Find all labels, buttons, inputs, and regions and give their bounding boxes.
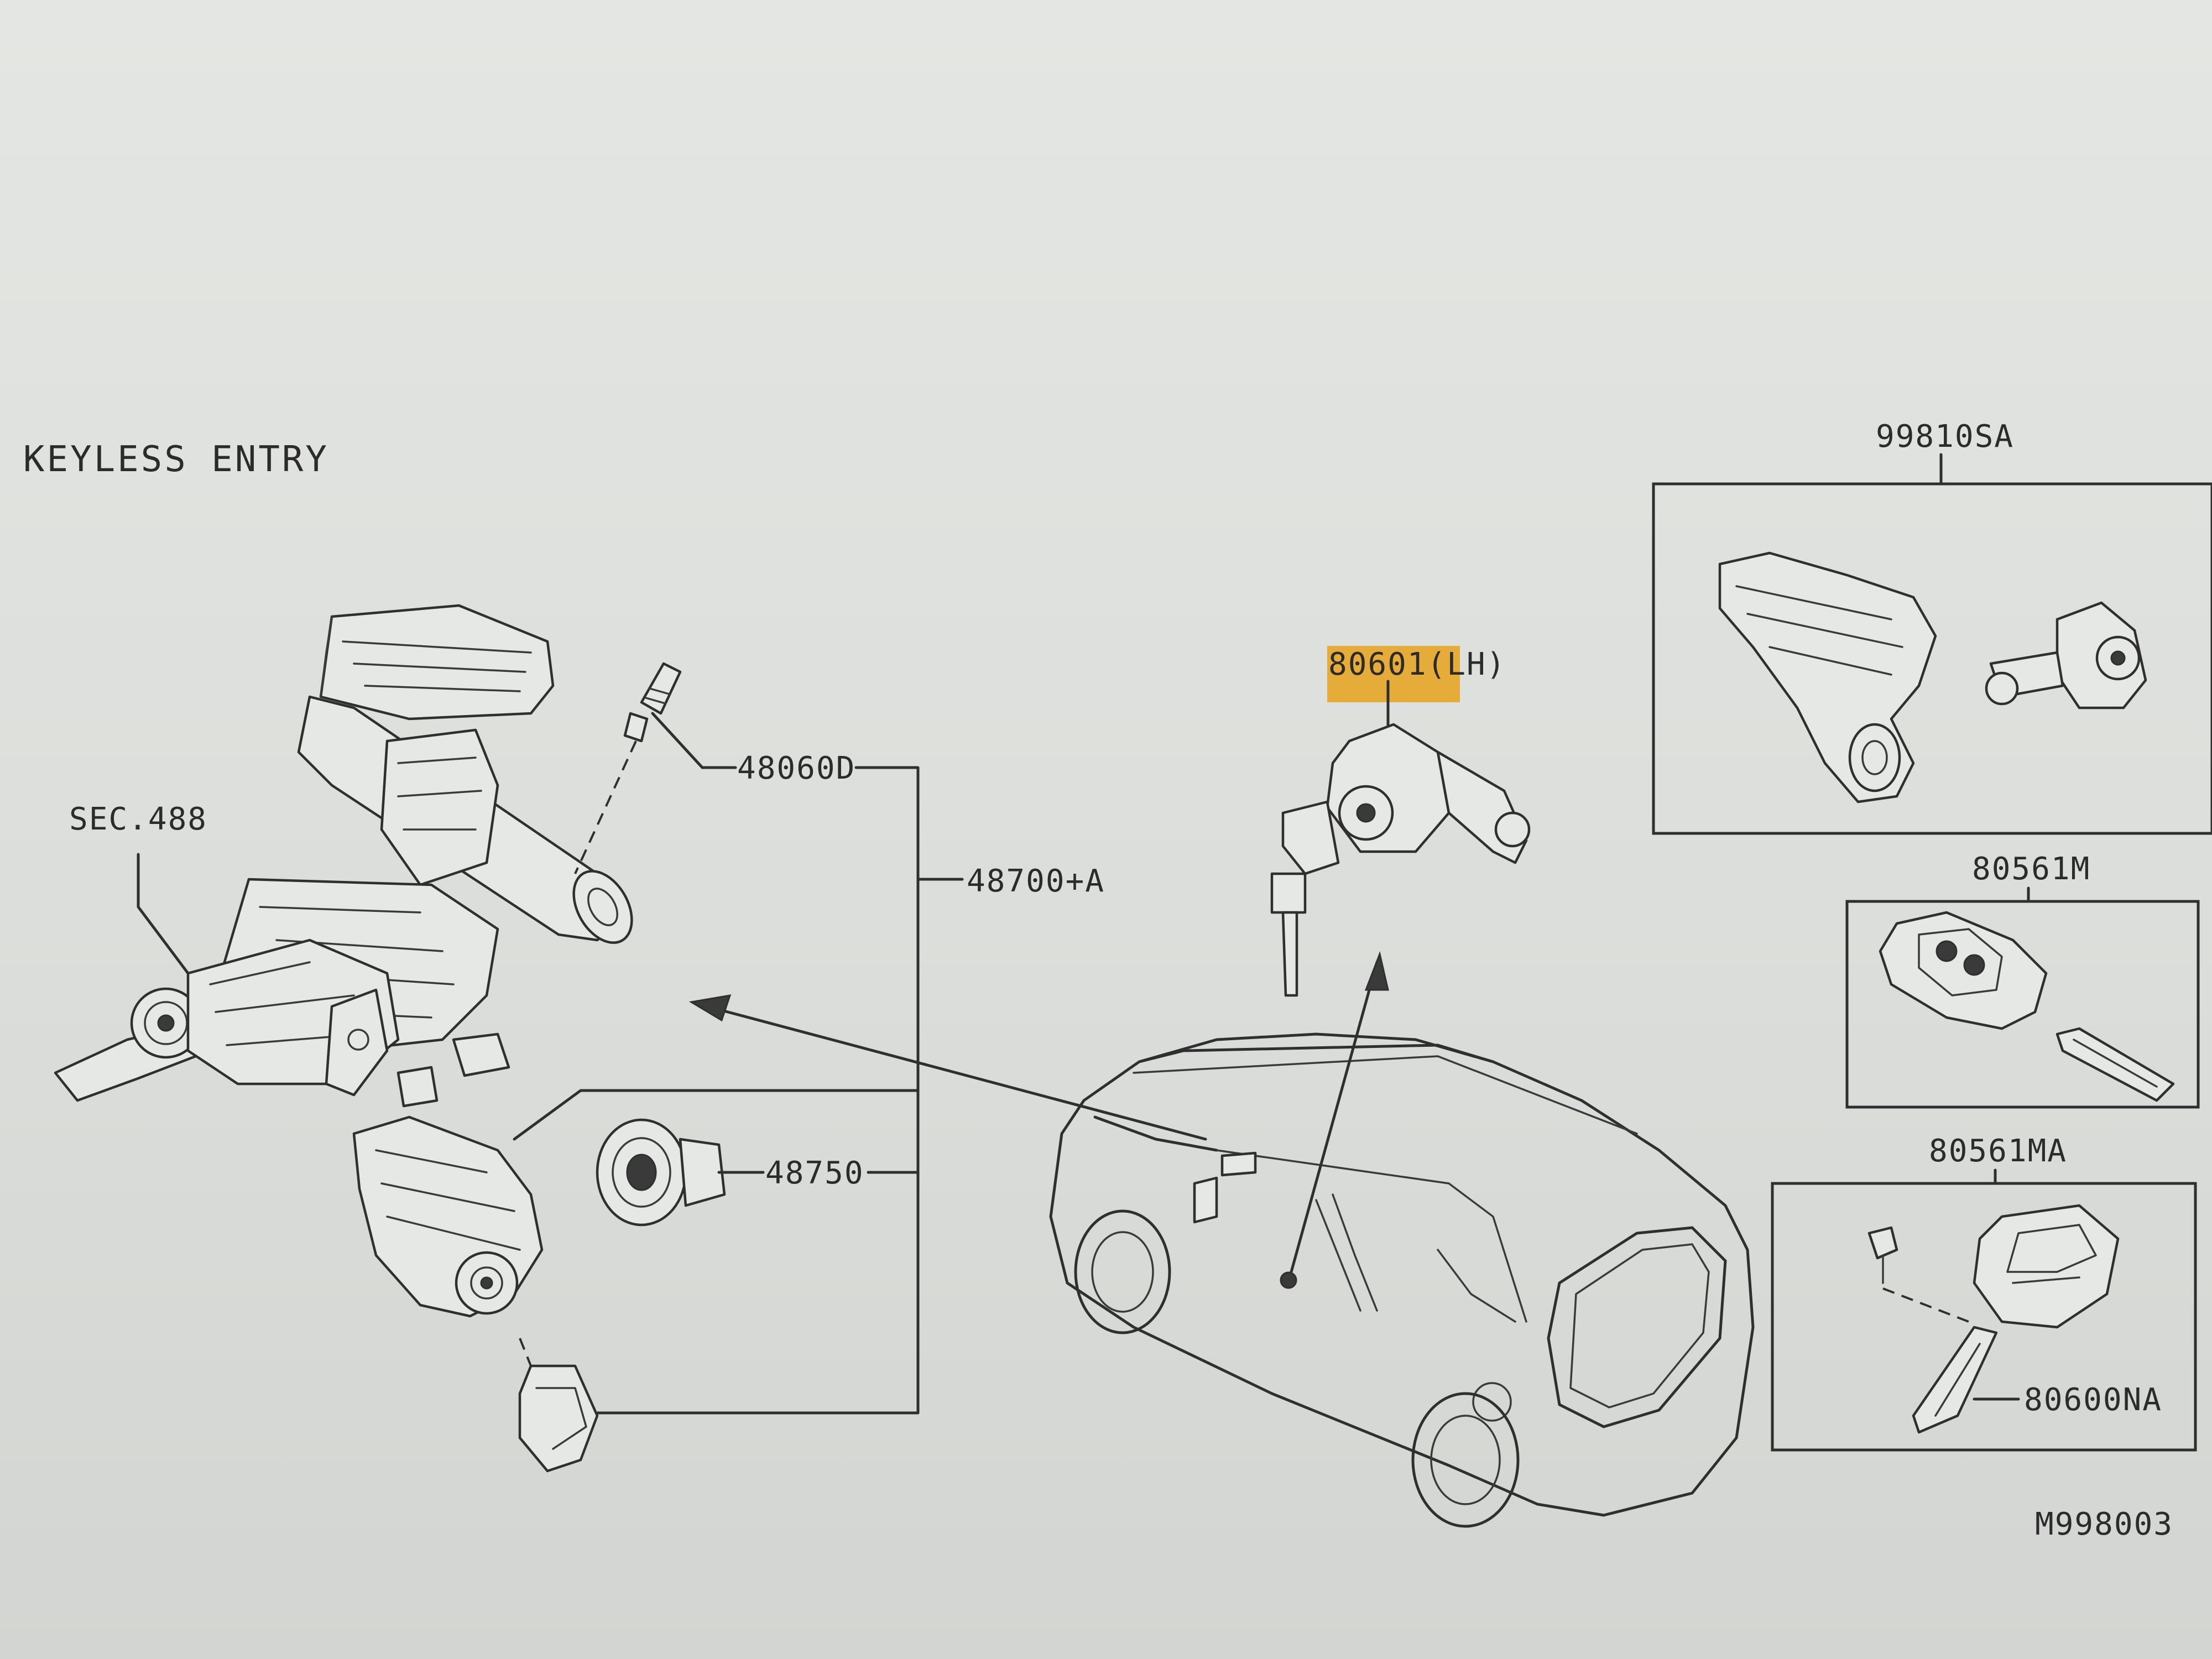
remote-key-80561ma [1867,1204,2120,1434]
highlight-80601lh [1327,646,1460,702]
box-80561m [1845,900,2200,1109]
label-48060d: 48060D [737,750,855,786]
flip-key-80561m [1879,911,2175,1102]
callout-arrows [688,951,1389,1274]
box-80561ma [1771,1182,2197,1452]
drawing-code: M998003 [2035,1506,2173,1542]
label-48700a: 48700+A [967,863,1105,899]
label-80561m: 80561M [1972,851,2090,887]
label-48750: 48750 [765,1155,864,1191]
lock-set-parts [1718,551,2147,804]
box-99810sa [1652,482,2212,835]
label-99810sa: 99810SA [1876,419,2014,455]
ignition-lock-assembly [352,1115,726,1473]
door-lock-cylinder [1270,680,1531,997]
vehicle-outline [1049,1032,1755,1528]
sensor-dashed-line [574,740,637,874]
label-sec-488: SEC.488 [69,801,207,837]
label-80561ma: 80561MA [1929,1133,2067,1169]
diagram-title: KEYLESS ENTRY [23,439,329,480]
label-80600na: 80600NA [2024,1382,2162,1418]
left-group-leaders [137,712,964,1415]
steering-column-assembly [54,604,682,1108]
label-80601lh: 80601(LH) [1328,646,1506,682]
